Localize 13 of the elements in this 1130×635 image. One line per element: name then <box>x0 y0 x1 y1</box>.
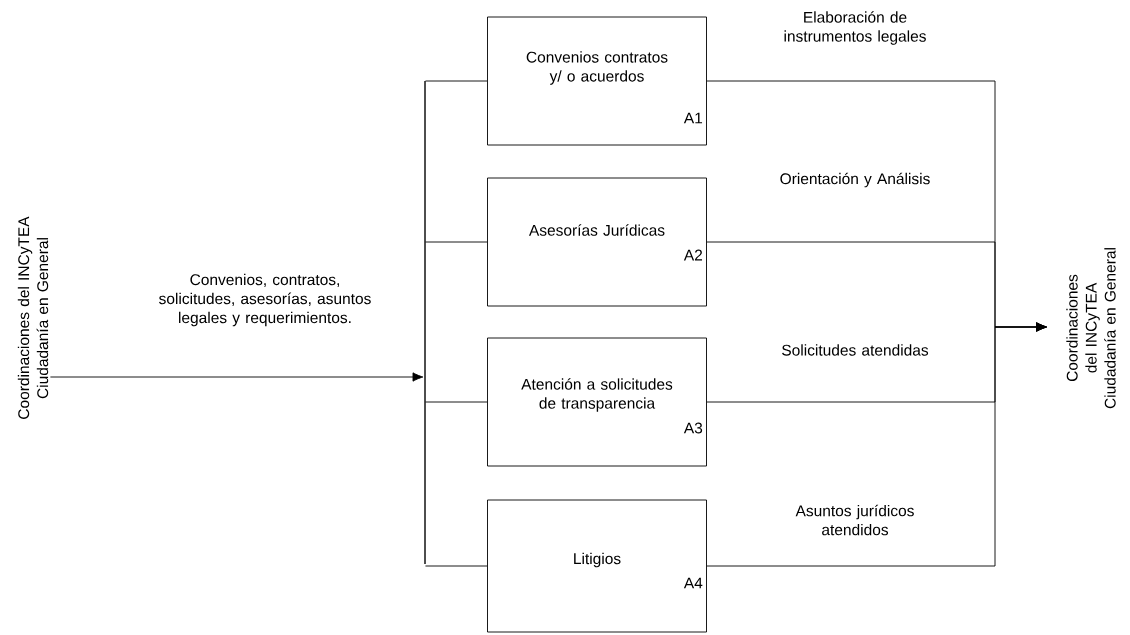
process-box: Asesorías Jurídicas A2 <box>487 177 707 307</box>
edge-label: Elaboración de instrumentos legales <box>784 11 926 45</box>
process-box: Atención a solicitudes de transparencia A3 <box>487 337 707 467</box>
process-box: Convenios contratos y/ o acuerdos A1 <box>487 16 707 146</box>
process-box: Litigios A4 <box>487 499 707 633</box>
rotated-label: Coordinaciones del INCyTEA Ciudadanía en General <box>17 216 49 419</box>
arrow <box>49 372 424 382</box>
edge-label: Orientación y Análisis <box>780 172 930 188</box>
rotated-label: Coordinaciones del INCyTEA Ciudadanía en General <box>1066 248 1116 409</box>
edge-label: Asuntos jurídicos atendidos <box>795 504 914 536</box>
edge-label: Solicitudes atendidas <box>782 344 929 356</box>
edge-label: Convenios, contratos, solicitudes, asesorías, asuntos legales y requerimientos. <box>159 273 371 327</box>
arrow <box>706 322 1047 567</box>
